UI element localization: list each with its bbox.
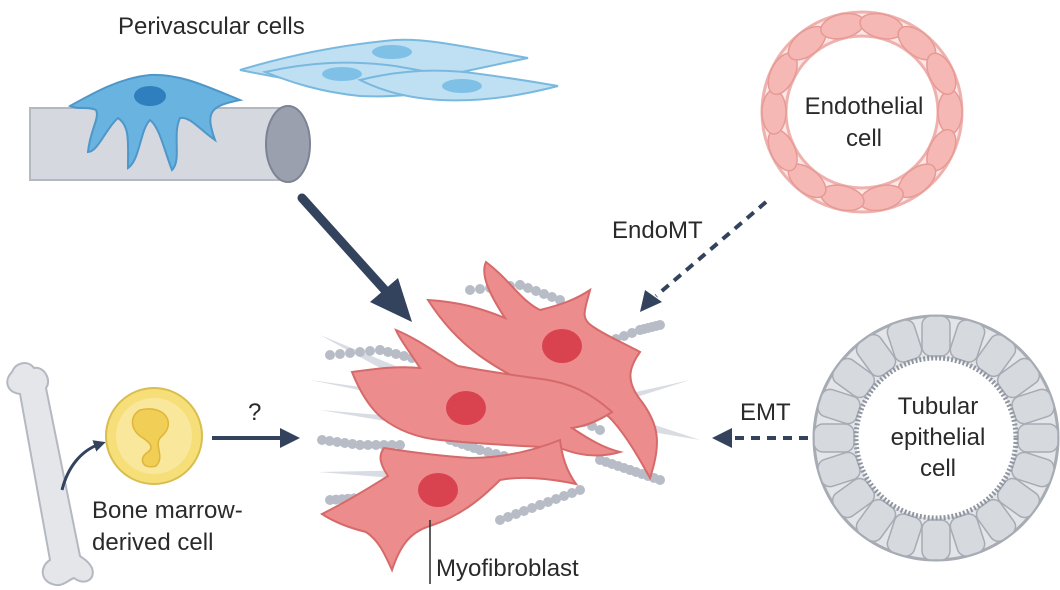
collagen-bead (332, 437, 343, 447)
collagen-bead (619, 331, 629, 341)
collagen-bead (655, 475, 665, 485)
endothelial-segment (937, 89, 963, 135)
collagen-bead (503, 512, 513, 522)
myofibroblast-cluster: Myofibroblast (310, 260, 700, 584)
perivascular-arrow (297, 193, 412, 322)
collagen-bead (539, 289, 549, 299)
bone-to-cell-arrow (60, 440, 106, 491)
collagen-bead (483, 447, 493, 457)
endothelial-segments (761, 12, 963, 212)
tubular-segment (975, 498, 1017, 543)
emt-label: EMT (740, 399, 791, 426)
tubular-segment (996, 477, 1041, 519)
collagen-bead (559, 491, 569, 501)
tubular-segment (921, 315, 951, 357)
collagen-bead (655, 320, 665, 330)
collagen-bead (475, 284, 485, 294)
myofibroblast-cell-bottom (320, 438, 579, 573)
collagen-bead (339, 438, 350, 448)
collagen-bead (511, 509, 521, 519)
collagen-bead (627, 328, 637, 338)
emt-arrow (712, 428, 808, 448)
endothelial-label-line1: Endothelial (805, 93, 924, 120)
collagen-bead (567, 488, 577, 498)
collagen-bead (575, 485, 585, 495)
collagen-bead (547, 292, 557, 302)
collagen-bead (519, 506, 529, 516)
collagen-bead (399, 351, 409, 361)
bone-icon (6, 362, 94, 587)
tubular-segment (921, 519, 951, 561)
collagen-bead (531, 286, 541, 296)
collagen-bead (365, 346, 375, 356)
tubular-segment (1017, 423, 1059, 453)
endomt-label: EndoMT (612, 217, 703, 244)
endothelial-segment (761, 89, 787, 135)
bone-marrow-label-line1: Bone marrow- (92, 497, 243, 524)
pericyte-cell (67, 73, 244, 172)
collagen-bead (527, 503, 537, 513)
collagen-bead (324, 436, 335, 446)
tubular-segment (886, 319, 923, 363)
collagen-bead (347, 439, 358, 449)
collagen-bead (515, 280, 525, 290)
collagen-bead (345, 348, 355, 358)
collagen-bead (475, 445, 485, 455)
spindle-perivascular-cells (239, 38, 559, 102)
collagen-bead (317, 435, 327, 445)
bone-marrow-label-line2: derived cell (92, 529, 213, 556)
bone-marrow-cell (105, 387, 203, 485)
endomt-arrow (640, 200, 768, 312)
tubular-segment (996, 357, 1041, 399)
tubular-segment (855, 498, 897, 543)
collagen-bead (363, 440, 373, 450)
tubular-epithelial-ring: Tubular epithelial cell (812, 314, 1060, 562)
collagen-bead (465, 285, 475, 295)
collagen-bead (543, 497, 553, 507)
endothelial-label-line2: cell (846, 125, 882, 152)
collagen-bead (495, 515, 505, 525)
tubular-segment (855, 333, 897, 378)
endothelial-cell-ring: Endothelial cell (760, 10, 964, 214)
collagen-bead (395, 440, 405, 450)
collagen-bead (391, 349, 401, 359)
tubular-label-line2: epithelial (891, 424, 986, 451)
collagen-bead (535, 500, 545, 510)
perivascular-group: Perivascular cells (29, 13, 559, 183)
collagen-bead (595, 425, 605, 435)
myofibroblast-cell-middle (350, 328, 624, 457)
question-label: ? (248, 399, 261, 426)
myofibroblast-label: Myofibroblast (436, 555, 579, 582)
collagen-bead (335, 349, 345, 359)
endothelial-segment (926, 52, 957, 96)
collagen-bead (523, 283, 533, 293)
collagen-bead (325, 350, 335, 360)
collagen-bead (387, 440, 397, 450)
collagen-bead (355, 347, 365, 357)
tubular-label-line3: cell (920, 455, 956, 482)
tubular-segments (813, 315, 1059, 561)
tubular-segment (813, 423, 855, 453)
collagen-bead (355, 440, 365, 450)
bone-marrow-arrow (212, 428, 300, 448)
perivascular-label: Perivascular cells (118, 13, 305, 40)
collagen-bead (383, 347, 393, 357)
collagen-bead (371, 440, 381, 450)
collagen-bead (551, 494, 561, 504)
tubular-segment (975, 333, 1017, 378)
tubular-segment (886, 513, 923, 557)
tubular-label-line1: Tubular (898, 393, 978, 420)
collagen-bead (375, 345, 385, 355)
